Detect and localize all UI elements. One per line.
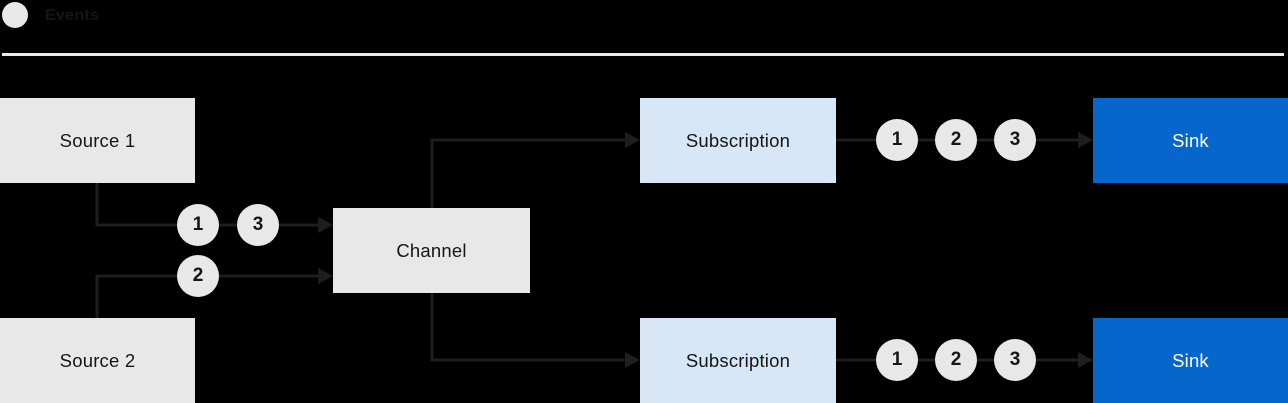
event-badge: 2 xyxy=(935,119,977,161)
event-number: 2 xyxy=(950,349,962,370)
node-sink-top: Sink xyxy=(1093,98,1288,183)
node-subscription-top: Subscription xyxy=(640,98,836,183)
arrowhead-icon xyxy=(625,132,640,148)
event-number: 2 xyxy=(192,265,204,286)
event-legend-icon xyxy=(2,2,28,28)
node-source-1: Source 1 xyxy=(0,98,195,183)
arrowhead-icon xyxy=(318,217,333,233)
event-badge: 3 xyxy=(994,339,1036,381)
wire-source2-to-channel xyxy=(95,274,319,318)
event-number: 2 xyxy=(950,129,962,150)
event-badge: 3 xyxy=(237,204,279,246)
event-number: 3 xyxy=(252,214,264,235)
event-number: 1 xyxy=(192,214,204,235)
event-number: 1 xyxy=(891,349,903,370)
node-label: Source 2 xyxy=(59,349,136,371)
legend-label: Events xyxy=(45,7,100,24)
node-label: Subscription xyxy=(685,349,791,371)
node-sink-bottom: Sink xyxy=(1093,318,1288,403)
node-source-2: Source 2 xyxy=(0,318,195,403)
node-channel: Channel xyxy=(333,208,530,293)
wire-channel-to-subscription-bottom xyxy=(430,293,626,362)
event-badge: 1 xyxy=(876,119,918,161)
node-label: Subscription xyxy=(685,129,791,151)
event-number: 3 xyxy=(1009,349,1021,370)
event-badge: 1 xyxy=(876,339,918,381)
node-subscription-bottom: Subscription xyxy=(640,318,836,403)
event-number: 3 xyxy=(1009,129,1021,150)
arrowhead-icon xyxy=(1078,132,1093,148)
arrowhead-icon xyxy=(625,352,640,368)
arrowhead-icon xyxy=(318,268,333,284)
separator-line xyxy=(2,53,1284,56)
event-badge: 3 xyxy=(994,119,1036,161)
event-badge: 2 xyxy=(935,339,977,381)
node-label: Sink xyxy=(1172,349,1209,371)
event-badge: 1 xyxy=(177,204,219,246)
event-badge: 2 xyxy=(177,255,219,297)
node-label: Channel xyxy=(396,239,467,261)
node-label: Source 1 xyxy=(59,129,136,151)
arrowhead-icon xyxy=(1078,352,1093,368)
event-number: 1 xyxy=(891,129,903,150)
wire-channel-to-subscription-top xyxy=(430,138,626,208)
node-label: Sink xyxy=(1172,129,1209,151)
